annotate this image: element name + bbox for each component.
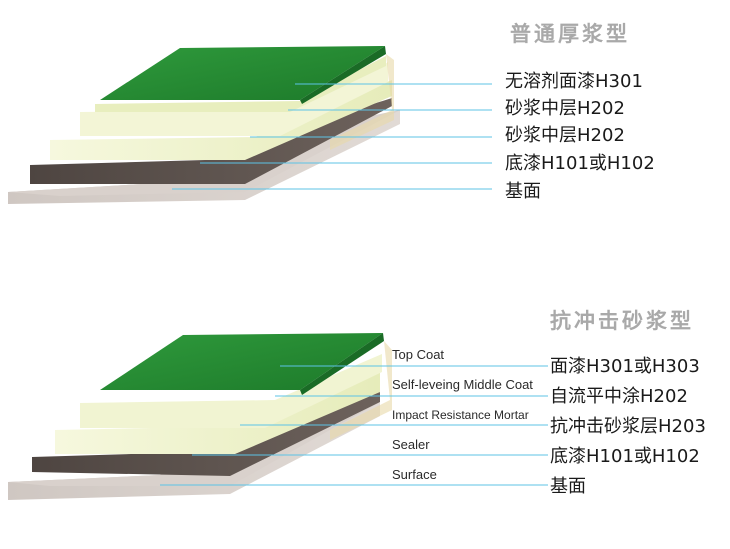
d1-layer-label-surface: 基面 [505, 181, 541, 202]
d2-en-label-sealer: Sealer [392, 437, 430, 452]
d1-mortar-layer-1 [80, 62, 388, 136]
d2-cn-label-impact: 抗冲击砂浆层H203 [550, 416, 706, 437]
diagram1-title: 普通厚浆型 [510, 21, 630, 46]
d2-en-label-selflevel: Self-leveing Middle Coat [392, 377, 533, 392]
d2-primer-layer [32, 392, 380, 476]
d2-en-label-impact: Impact Resistance Mortar [392, 408, 529, 422]
d2-topcoat-layer [100, 333, 383, 390]
d1-topcoat-layer [100, 46, 385, 100]
d2-leaders [160, 365, 548, 486]
d1-topcoat-side [300, 46, 386, 104]
d2-topcoat-side [300, 333, 384, 395]
diagram2-title: 抗冲击砂浆型 [550, 308, 694, 333]
d1-layer-label-mortar-1: 砂浆中层H202 [505, 98, 625, 119]
d2-cn-label-sealer: 底漆H101或H102 [550, 446, 700, 467]
d2-cn-label-surface: 基面 [550, 476, 586, 497]
d1-layer-label-topcoat: 无溶剂面漆H301 [505, 71, 643, 92]
diagram1-stack [8, 46, 492, 204]
d1-mortar-layer-2 [50, 80, 392, 160]
diagram2-stack [8, 333, 548, 500]
d1-leaders [172, 83, 492, 190]
d1-layer-label-primer: 底漆H101或H102 [505, 153, 655, 174]
d1-right-edge [330, 54, 394, 150]
d2-cn-label-topcoat: 面漆H301或H303 [550, 356, 700, 377]
d2-en-label-topcoat: Top Coat [392, 347, 445, 362]
d1-layer-label-mortar-2: 砂浆中层H202 [505, 125, 625, 146]
d2-en-label-surface: Surface [392, 467, 437, 482]
d1-primer-layer [30, 98, 392, 184]
d2-right-edge [330, 341, 392, 440]
d2-cn-label-selflevel: 自流平中涂H202 [550, 386, 688, 407]
d2-impact-mortar-layer [55, 372, 380, 454]
d2-selflevel-layer [80, 354, 382, 428]
d1-edge [95, 56, 386, 112]
